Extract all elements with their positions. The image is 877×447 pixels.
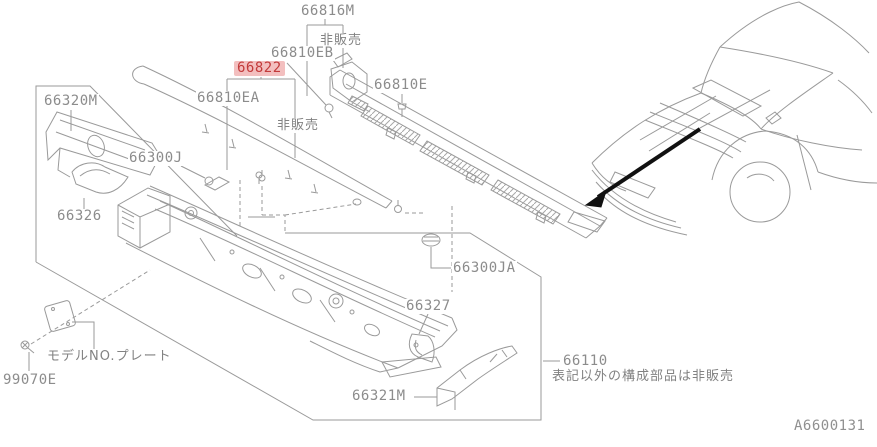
part-drawing-66810-grille: [329, 69, 608, 239]
not-sold-note-1: 非販売: [319, 33, 364, 48]
part-drawing-66300J-assembly: [117, 176, 458, 373]
not-sold-note-2: 非販売: [276, 118, 321, 133]
car-illustration: [591, 1, 877, 236]
diagram-frame: [35, 85, 560, 421]
part-label-66810EA[interactable]: 66810EA: [196, 90, 261, 106]
hidden-reference-lines: [30, 180, 453, 345]
part-label-66300J[interactable]: 66300J: [128, 150, 184, 166]
part-drawing-66810EA-rod: [132, 65, 393, 209]
footer-not-sold-note: 表記以外の構成部品は非販売: [551, 369, 736, 384]
part-label-66327[interactable]: 66327: [405, 298, 452, 314]
part-label-66320M[interactable]: 66320M: [43, 93, 99, 109]
drawing-number: A6600131: [793, 418, 867, 434]
part-label-66321M[interactable]: 66321M: [351, 388, 407, 404]
leader-lines: [28, 16, 470, 398]
part-label-99070E[interactable]: 99070E: [2, 372, 58, 388]
part-drawing-66320M: [45, 111, 161, 178]
part-drawing-66326: [71, 162, 129, 194]
part-drawing-model-plate: [20, 300, 76, 354]
part-label-66810E[interactable]: 66810E: [373, 77, 429, 93]
part-label-66822-highlighted[interactable]: 66822: [234, 61, 285, 76]
part-label-66300JA[interactable]: 66300JA: [452, 260, 517, 276]
part-label-66810EB[interactable]: 66810EB: [270, 45, 335, 61]
part-label-66816M[interactable]: 66816M: [300, 3, 356, 19]
pointer-arrow: [584, 127, 702, 208]
part-label-66110[interactable]: 66110: [562, 353, 609, 369]
model-plate-label: モデルNO.プレート: [46, 349, 173, 364]
fastener-clips: [204, 103, 441, 247]
part-label-66326[interactable]: 66326: [56, 208, 103, 224]
part-drawing-66327: [381, 333, 442, 378]
part-drawing-66321M: [436, 345, 518, 410]
